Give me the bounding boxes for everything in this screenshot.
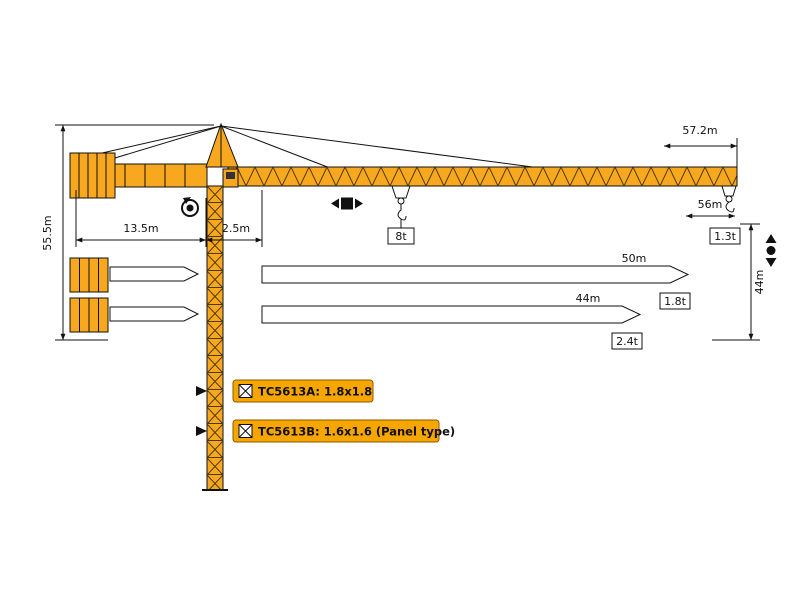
load-at-44m-label: 2.4t [616,335,638,348]
model-a-label: TC5613A: 1.8x1.8 [258,385,372,399]
mast-section-icon [238,384,253,398]
load-at-50m-label: 1.8t [664,295,686,308]
jib-bar-50m: 50m 1.8t [261,252,691,310]
max-load-label: 8t [395,230,407,243]
trolley-travel-icon [331,197,363,210]
dim-counter-jib: 13.5m 2.5m [75,190,263,247]
tip-load-label: 1.3t [714,230,736,243]
model-b-label: TC5613B: 1.6x1.6 (Panel type) [258,425,455,439]
model-b-callout: TC5613B: 1.6x1.6 (Panel type) [196,419,455,443]
counter-jib [69,152,208,199]
dim-lift-height: 44m [712,223,766,341]
main-jib [227,166,738,187]
counterweight-row-2 [69,297,200,333]
tip-radius-label: 56m [698,198,723,211]
mast-section-icon [238,424,253,438]
operator-cab [222,168,239,188]
dim-max-radius: 57.2m [664,124,738,186]
trolley-hook [391,185,411,228]
dim-tower-height: 55.5m [41,124,214,341]
tower-head [205,122,239,168]
jib-44-label: 44m [576,292,601,305]
tip-load-box: 1.3t [709,227,741,245]
hoist-icon [765,234,777,267]
jib-bar-44m: 44m 2.4t [261,292,643,350]
tower-height-label: 55.5m [41,215,54,250]
tip-hook [721,185,737,213]
max-load-box: 8t [387,227,415,245]
model-a-arrow-icon [196,386,207,396]
counterweight-row-1 [69,257,200,293]
max-radius-label: 57.2m [682,124,717,137]
pendant-lines [79,125,541,169]
counterweight-stack-top [69,152,116,199]
slewing-icon [181,197,199,217]
dim-tip-radius: 56m [686,198,735,219]
counter-jib-radius-label: 13.5m [123,222,158,235]
tower-mast [202,185,228,491]
jib-50-label: 50m [622,252,647,265]
model-a-callout: TC5613A: 1.8x1.8 [196,379,374,403]
rear-offset-label: 2.5m [222,222,250,235]
model-b-arrow-icon [196,426,207,436]
lift-height-label: 44m [753,270,766,295]
